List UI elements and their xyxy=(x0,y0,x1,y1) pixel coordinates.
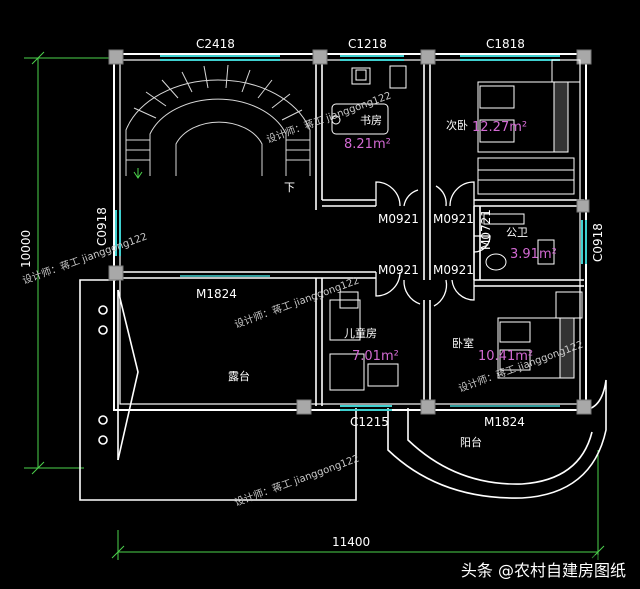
room-name-bedroom: 卧室 xyxy=(452,336,474,350)
overall-height-label: 10000 xyxy=(19,230,33,268)
room-name-master: 次卧 xyxy=(446,118,468,132)
door-label-left-sliding: M1824 xyxy=(196,287,237,301)
balcony-outline xyxy=(387,379,607,499)
door-label-1: M0921 xyxy=(378,212,419,226)
room-name-terrace: 露台 xyxy=(228,369,250,383)
dimension-lines xyxy=(24,51,605,560)
terrace-outline xyxy=(79,279,357,501)
window-label-c2418: C2418 xyxy=(196,37,235,51)
columns xyxy=(108,49,592,415)
door-label-4: M0921 xyxy=(433,263,474,277)
room-labels: 书房 8.21m² 次卧 12.27m² 公卫 3.91m² 儿童房 7.01m… xyxy=(228,114,557,449)
footer-credit: 头条 @农村自建房图纸 xyxy=(454,555,632,583)
window-label-c1218: C1218 xyxy=(348,37,387,51)
door-label-bath: M0721 xyxy=(479,209,493,250)
room-name-study: 书房 xyxy=(360,114,382,127)
door-label-3: M0921 xyxy=(378,263,419,277)
stair-down-label: 下 xyxy=(284,181,295,194)
room-area-kids: 7.01m² xyxy=(352,349,399,364)
window-label-left: C0918 xyxy=(95,207,109,246)
interior-walls xyxy=(116,56,584,406)
door-swings xyxy=(375,181,491,307)
room-area-bedroom: 10.41m² xyxy=(478,349,533,364)
room-name-balcony: 阳台 xyxy=(460,435,482,449)
furniture xyxy=(329,59,583,391)
room-name-bath: 公卫 xyxy=(506,226,528,239)
room-name-kids: 儿童房 xyxy=(344,326,377,340)
window-label-bottom: C1215 xyxy=(350,415,389,429)
room-area-study: 8.21m² xyxy=(344,137,391,152)
room-area-bath: 3.91m² xyxy=(510,247,557,262)
window-label-c1818: C1818 xyxy=(486,37,525,51)
spiral-staircase xyxy=(125,64,311,179)
opening-labels: C2418 C1218 C1818 C0918 C0918 C1215 M092… xyxy=(95,37,605,429)
watermark-3: 设计师：蒋工 jianggong122 xyxy=(233,274,361,331)
door-label-right-sliding: M1824 xyxy=(484,415,525,429)
room-area-master: 12.27m² xyxy=(472,120,527,135)
window-label-right: C0918 xyxy=(591,223,605,262)
door-label-2: M0921 xyxy=(433,212,474,226)
window-marks xyxy=(115,55,587,411)
overall-width-label: 11400 xyxy=(332,535,370,549)
